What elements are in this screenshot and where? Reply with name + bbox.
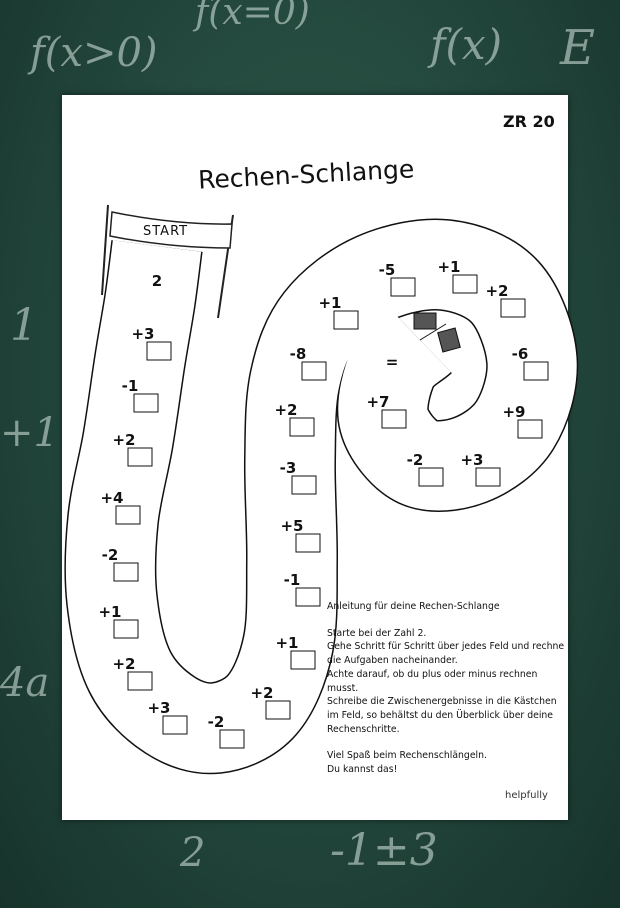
- instruction-line: Gehe Schritt für Schritt über jedes Feld…: [327, 641, 568, 667]
- snake-field: 2: [151, 272, 163, 290]
- snake-field: +9: [502, 403, 526, 421]
- answer-box[interactable]: [475, 467, 501, 487]
- level-label: ZR 20: [503, 112, 555, 131]
- snake-field: -3: [279, 459, 297, 477]
- snake-field: +1: [98, 603, 122, 621]
- snake-field: -6: [511, 345, 529, 363]
- instruction-line: Starte bei der Zahl 2.: [327, 627, 427, 639]
- answer-box[interactable]: [295, 587, 321, 607]
- answer-box[interactable]: [381, 409, 407, 429]
- snake-field: +2: [112, 655, 136, 673]
- answer-box[interactable]: [291, 475, 317, 495]
- snake-field: +2: [485, 282, 509, 300]
- checkered-flags-icon: [413, 312, 461, 353]
- answer-box[interactable]: [113, 619, 139, 639]
- snake-field: +4: [100, 489, 124, 507]
- chalk-formula: 4a: [0, 660, 50, 706]
- snake-field: +3: [147, 699, 171, 717]
- snake-field: +3: [131, 325, 155, 343]
- snake-field: -2: [207, 713, 225, 731]
- snake-field: +2: [112, 431, 136, 449]
- snake-field: +1: [275, 634, 299, 652]
- closing-line: Viel Spaß beim Rechenschlängeln.: [327, 750, 487, 762]
- snake-field: -1: [283, 571, 301, 589]
- answer-box[interactable]: [452, 274, 478, 294]
- snake-field: +5: [280, 517, 304, 535]
- instructions: Anleitung für deine Rechen-Schlange Star…: [327, 600, 567, 777]
- answer-box[interactable]: [289, 417, 315, 437]
- snake-field: +2: [250, 684, 274, 702]
- answer-box[interactable]: [333, 310, 359, 330]
- chalk-formula: E: [560, 20, 596, 76]
- snake-field: +1: [437, 258, 461, 276]
- snake-field: =: [385, 353, 399, 371]
- brand-logo: helpfully: [505, 790, 548, 801]
- answer-box[interactable]: [301, 361, 327, 381]
- chalk-formula: f(x=0): [195, 0, 310, 33]
- snake-field: +1: [318, 294, 342, 312]
- answer-box[interactable]: [295, 533, 321, 553]
- start-banner: [101, 204, 234, 319]
- snake-field: -8: [289, 345, 307, 363]
- snake-field: -5: [378, 261, 396, 279]
- chalk-formula: -1±3: [330, 825, 438, 876]
- answer-box[interactable]: [146, 341, 172, 361]
- answer-box[interactable]: [390, 277, 416, 297]
- snake-field: +2: [274, 401, 298, 419]
- start-label: START: [143, 224, 189, 239]
- answer-box[interactable]: [127, 671, 153, 691]
- instruction-line: Schreibe die Zwischenergebnisse in die K…: [327, 696, 560, 735]
- snake-field: -2: [406, 451, 424, 469]
- snake-field: -2: [101, 546, 119, 564]
- answer-box[interactable]: [517, 419, 543, 439]
- chalk-formula: f(x): [430, 20, 503, 69]
- answer-box[interactable]: [500, 298, 526, 318]
- answer-box[interactable]: [523, 361, 549, 381]
- snake-field: +7: [366, 393, 390, 411]
- answer-box[interactable]: [162, 715, 188, 735]
- answer-box[interactable]: [265, 700, 291, 720]
- chalk-formula: +1: [0, 410, 59, 456]
- answer-box[interactable]: [115, 505, 141, 525]
- instructions-heading: Anleitung für deine Rechen-Schlange: [327, 601, 500, 612]
- chalk-formula: 2: [180, 830, 206, 876]
- closing-line: Du kannst das!: [327, 764, 398, 776]
- answer-box[interactable]: [418, 467, 444, 487]
- answer-box[interactable]: [290, 650, 316, 670]
- chalk-formula: f(x>0): [30, 30, 158, 76]
- answer-box[interactable]: [219, 729, 245, 749]
- snake-field: +3: [460, 451, 484, 469]
- answer-box[interactable]: [127, 447, 153, 467]
- snake-field: -1: [121, 377, 139, 395]
- instruction-line: Achte darauf, ob du plus oder minus rech…: [327, 668, 541, 694]
- chalk-formula: 1: [10, 300, 38, 351]
- answer-box[interactable]: [133, 393, 159, 413]
- answer-box[interactable]: [113, 562, 139, 582]
